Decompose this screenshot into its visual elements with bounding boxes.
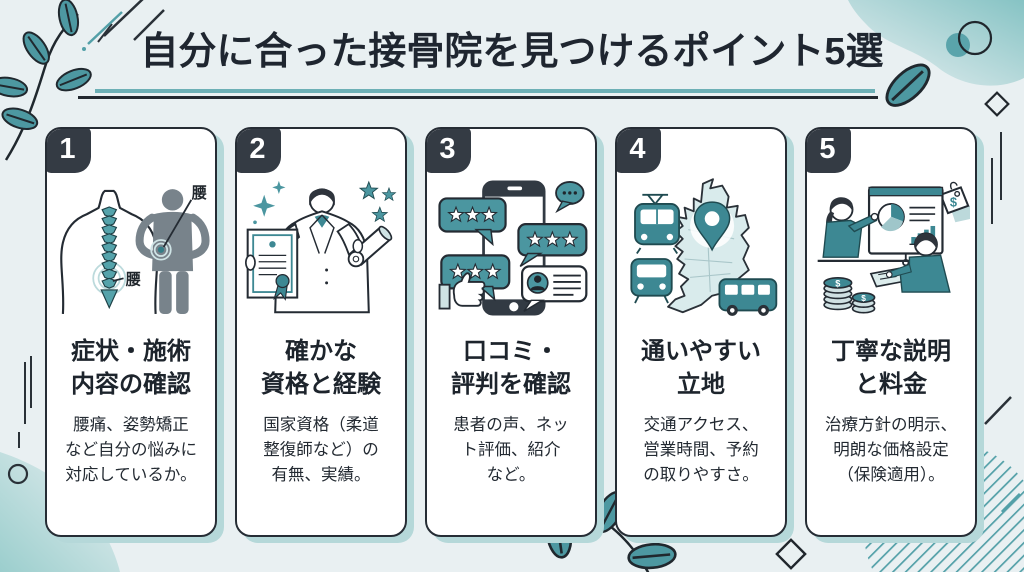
card-title: 通いやすい 立地 (641, 338, 761, 399)
train-icon (634, 193, 680, 255)
diamond-icon-bottom (775, 538, 807, 570)
teal-dash-icon (1000, 492, 1022, 514)
card-reviews: 3 (425, 127, 597, 537)
sparkle-icon (253, 180, 286, 225)
card-description: 交通アクセス、 営業時間、予約 の取りやすさ。 (643, 416, 759, 484)
thumbs-up-icon (438, 272, 486, 310)
person-back-pain-icon (135, 189, 210, 314)
waist-label: 腰 (125, 272, 141, 289)
card-explanation-fees: 5 $ (805, 127, 977, 537)
title-underline-dark (78, 96, 878, 99)
card-qualifications: 2 (235, 127, 407, 537)
star-rating-bubble-icon (438, 197, 507, 247)
card-number-badge: 4 (617, 129, 661, 173)
location-illustration (630, 178, 778, 316)
coins-icon: $ $ (823, 276, 876, 314)
card-description: 国家資格（柔道 整復師など）の 有無、実績。 (263, 416, 379, 484)
testimonial-bubble-icon (520, 265, 588, 312)
chat-dots-bubble-icon (555, 181, 585, 214)
vertical-lines-right (991, 132, 1002, 224)
dollar-label: $ (861, 294, 866, 303)
vertical-lines-left (18, 356, 32, 448)
practitioner-icon (822, 197, 879, 258)
waist-label: 腰 (191, 185, 207, 202)
title-underline-teal (95, 89, 875, 93)
price-tag-icon: $ (939, 181, 970, 223)
bus-icon (718, 278, 778, 316)
star-rating-bubble-icon (517, 223, 588, 267)
card-location: 4 (615, 127, 787, 537)
card-symptom-check: 1 (45, 127, 217, 537)
card-title: 確かな 資格と経験 (261, 338, 381, 399)
dollar-label: $ (835, 279, 840, 289)
reviews-illustration (438, 180, 588, 316)
circle-outline-icon (7, 463, 29, 485)
card-number-badge: 5 (807, 129, 851, 173)
patient-icon (885, 232, 951, 293)
card-number-badge: 1 (47, 129, 91, 173)
back-pain-illustration: 腰 腰 (60, 185, 210, 315)
pricing-illustration: $ (817, 181, 970, 314)
card-description: 治療方針の明示、 明朗な価格設定 （保険適用）。 (825, 416, 957, 484)
page-title: 自分に合った接骨院を見つけるポイント5選 (140, 31, 884, 73)
card-description: 患者の声、ネッ ト評価、紹介 など。 (453, 416, 569, 484)
certificate-icon (245, 228, 299, 301)
dollar-label: $ (950, 195, 957, 210)
points-card-row: 1 (45, 127, 977, 537)
card-title: 症状・施術 内容の確認 (71, 338, 191, 399)
header: 自分に合った接骨院を見つけるポイント5選 (0, 30, 1024, 76)
star-icon (359, 181, 396, 222)
diploma-scroll-icon (347, 225, 393, 268)
card-number-badge: 3 (427, 129, 471, 173)
card-title: 口コミ・ 評判を確認 (451, 338, 571, 399)
diamond-icon (984, 91, 1010, 117)
card-number-badge: 2 (237, 129, 281, 173)
location-pin-icon (690, 201, 735, 252)
card-description: 腰痛、姿勢矯正 など自分の悩みに 対応しているか。 (65, 416, 197, 484)
tram-icon (630, 258, 673, 304)
card-title: 丁寧な説明 と料金 (831, 338, 951, 399)
qualification-illustration (245, 180, 396, 314)
